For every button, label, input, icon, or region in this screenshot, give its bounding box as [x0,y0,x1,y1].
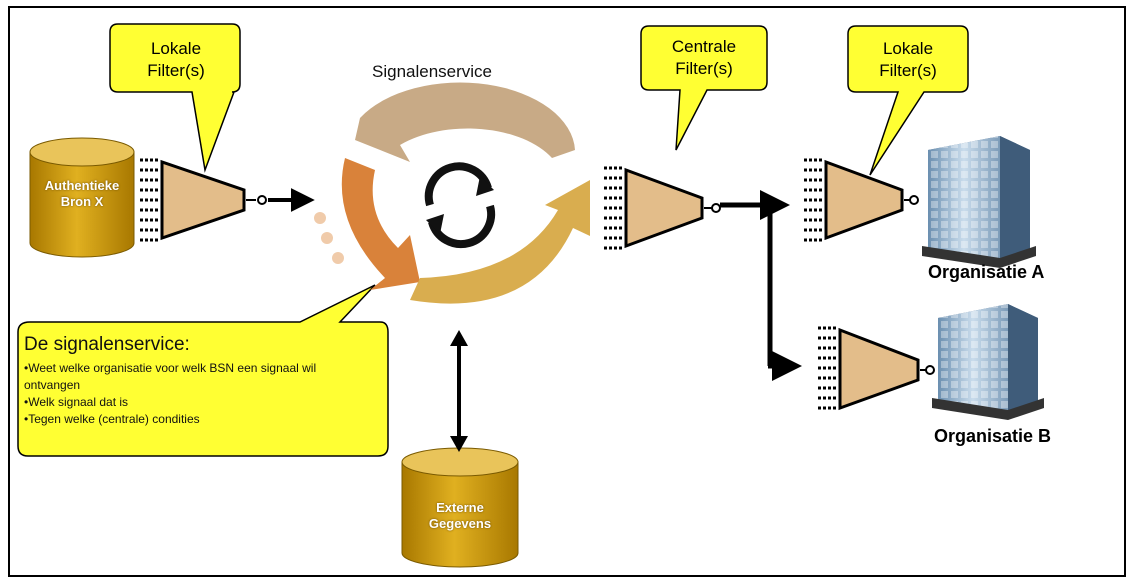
building-icon-a [922,136,1036,268]
source-label: Authentieke Bron X [30,178,134,210]
external-data-cylinder [401,447,519,568]
callout-central-filter-text: Centrale Filter(s) [648,36,760,80]
callout-line: Lokale [150,39,202,58]
info-list: Weet welke organisatie voor welk BSN een… [24,360,374,428]
callout-local-filter-right-text: Lokale Filter(s) [854,38,962,82]
callout-central-filter [640,25,768,151]
callout-line: Filter(s) [879,61,937,80]
external-line: Externe [436,500,484,515]
callout-local-filter-left-text: Lokale Filter(s) [118,38,234,82]
info-title: De signalenservice: [24,334,190,355]
info-item: Tegen welke (centrale) condities [24,411,374,428]
arrow-service-external [450,330,468,452]
filter-funnel-org-b [818,326,935,411]
filter-funnel-source [140,158,267,242]
filter-funnel-org-a [804,158,919,242]
source-line: Bron X [60,194,104,209]
callout-line: Centrale [671,37,737,56]
callout-line: Lokale [882,39,934,58]
callout-line: Filter(s) [675,59,733,78]
external-line: Gegevens [428,516,492,531]
info-item: Welk signaal dat is [24,394,374,411]
diagram-frame [8,6,1126,577]
source-cylinder [29,137,135,258]
service-cycle [314,82,590,304]
filter-funnel-central [604,166,721,250]
info-item: Weet welke organisatie voor welk BSN een… [24,360,374,394]
branch-arrows [720,190,802,381]
source-line: Authentieke [44,178,120,193]
org-b-label: Organisatie B [934,426,1052,446]
callout-local-filter-left [109,23,241,173]
callout-local-filter-right [847,25,969,176]
callout-line: Filter(s) [147,61,205,80]
service-title: Signalenservice [372,62,493,81]
building-icon-b [932,304,1044,420]
org-a-label: Organisatie A [928,262,1045,282]
external-label: Externe Gegevens [402,500,518,532]
info-text: De signalenservice: Weet welke organisat… [24,334,374,428]
refresh-icon [424,162,496,249]
